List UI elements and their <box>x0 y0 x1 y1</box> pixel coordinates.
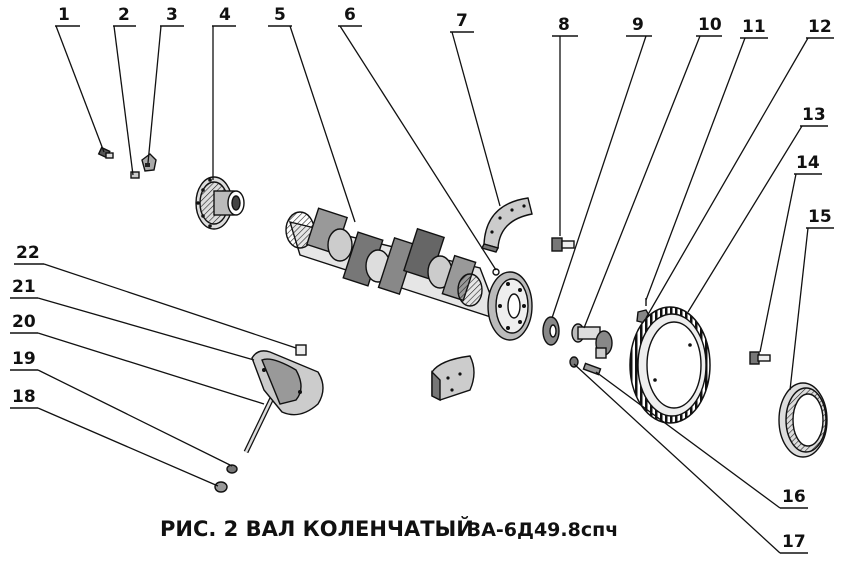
part-4-flange-hub <box>195 176 245 230</box>
callout-18: 18 <box>12 387 36 407</box>
callout-19: 19 <box>12 349 36 369</box>
callout-5: 5 <box>274 5 286 25</box>
callout-8: 8 <box>558 15 570 35</box>
leader-lines <box>10 25 834 554</box>
callout-numbers: 1 2 3 4 5 6 7 8 9 10 11 12 13 14 15 16 1… <box>12 5 832 552</box>
part-7-upper-half-ring <box>480 197 533 253</box>
callout-22: 22 <box>16 243 40 263</box>
part-20-stud <box>243 396 275 454</box>
part-1-bolt <box>97 146 114 159</box>
callout-4: 4 <box>219 5 231 25</box>
callout-11: 11 <box>742 17 766 37</box>
callout-10: 10 <box>698 15 722 35</box>
callout-1: 1 <box>58 5 70 25</box>
callout-17: 17 <box>782 532 806 552</box>
callout-6: 6 <box>344 5 356 25</box>
part-14-bolt <box>749 351 771 365</box>
callout-2: 2 <box>118 5 130 25</box>
part-17-nut <box>569 356 579 368</box>
part-19-nut <box>226 464 238 474</box>
callout-15: 15 <box>808 207 832 227</box>
part-13-ring-gear <box>629 306 711 424</box>
part-10-shaft <box>571 323 613 359</box>
callout-14: 14 <box>796 153 820 173</box>
part-lower-half-ring <box>431 355 475 402</box>
part-2-block <box>130 171 140 179</box>
callout-13: 13 <box>802 105 826 125</box>
callout-9: 9 <box>632 15 644 35</box>
part-8-bolt <box>551 237 575 252</box>
part-21-bracket <box>251 350 324 416</box>
part-18-nut <box>214 481 228 493</box>
part-5-crankshaft <box>285 207 533 341</box>
callout-12: 12 <box>808 17 832 37</box>
part-22-cap <box>295 344 307 356</box>
callout-20: 20 <box>12 312 36 332</box>
part-15-pulley-ring <box>778 382 828 458</box>
figure-caption: РИС. 2 ВАЛ КОЛЕНЧАТЫЙ 3А-6Д49.8спч <box>160 516 618 541</box>
part-9-washer <box>542 316 560 346</box>
callout-7: 7 <box>456 11 468 31</box>
caption-model: 3А-6Д49.8спч <box>468 519 618 541</box>
callout-3: 3 <box>166 5 178 25</box>
callout-21: 21 <box>12 277 36 297</box>
caption-title: РИС. 2 ВАЛ КОЛЕНЧАТЫЙ <box>160 516 474 541</box>
callout-16: 16 <box>782 487 806 507</box>
